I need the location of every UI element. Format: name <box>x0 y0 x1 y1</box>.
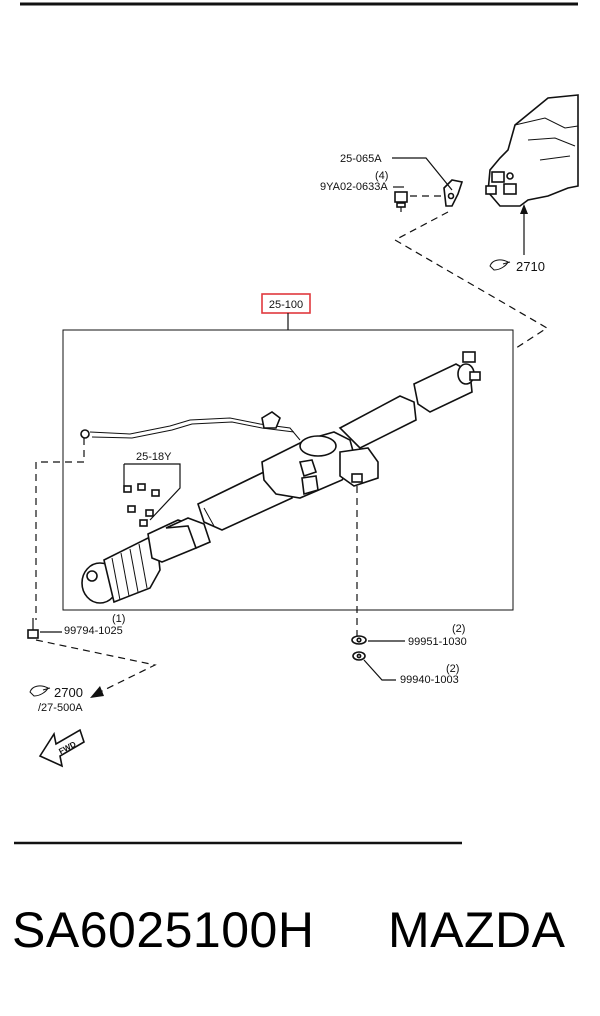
part-label-99940-1003: 99940-1003 <box>400 674 459 686</box>
qty-9YA02-0633A: (4) <box>375 170 388 182</box>
ref-icon-2700 <box>29 685 51 697</box>
fwd-arrow-icon: FWD <box>38 728 85 768</box>
part-label-25-065A: 25-065A <box>340 153 382 165</box>
ref-label-2700: 2700 <box>54 685 83 700</box>
ref-label-2710: 2710 <box>516 259 545 274</box>
assembly-frame <box>62 329 514 611</box>
ref-icon-2710 <box>489 259 511 271</box>
part-label-25-18Y: 25-18Y <box>136 451 172 463</box>
steering-rack-assembly <box>80 351 481 604</box>
ref-arrow-2700-head <box>90 686 104 698</box>
dash-column-to-rack <box>393 211 549 351</box>
bolt-9YA02-0633A <box>394 191 408 212</box>
main-part-highlight-box <box>261 293 311 314</box>
qty-99951-1030: (2) <box>452 623 465 635</box>
part-label-9YA02-0633A: 9YA02-0633A <box>320 181 388 193</box>
ref-arrow-2710-head <box>520 204 528 214</box>
part-label-99951-1030: 99951-1030 <box>408 636 467 648</box>
bolt-99794-1025 <box>27 618 39 639</box>
main-part-label[interactable]: 25-100 <box>269 299 303 311</box>
leader-25-18Y <box>124 463 181 521</box>
dash-hose-to-bolt <box>35 438 85 620</box>
dash-to-ref-2700 <box>35 639 157 695</box>
fittings-25-18Y <box>123 483 160 527</box>
steering-column-upper <box>485 94 579 207</box>
part-label-99794-1025: 99794-1025 <box>64 625 123 637</box>
ref-sub-27-500A: /27-500A <box>38 702 83 714</box>
footer-brand: MAZDA <box>388 902 566 958</box>
qty-99794-1025: (1) <box>112 613 125 625</box>
leader-99940-1003 <box>363 659 396 681</box>
nut-99951-1030 <box>351 635 367 645</box>
footer-part-number: SA6025100H <box>12 902 315 958</box>
qty-99940-1003: (2) <box>446 663 459 675</box>
leader-25-065A <box>392 157 453 191</box>
washer-99940-1003 <box>352 651 366 661</box>
